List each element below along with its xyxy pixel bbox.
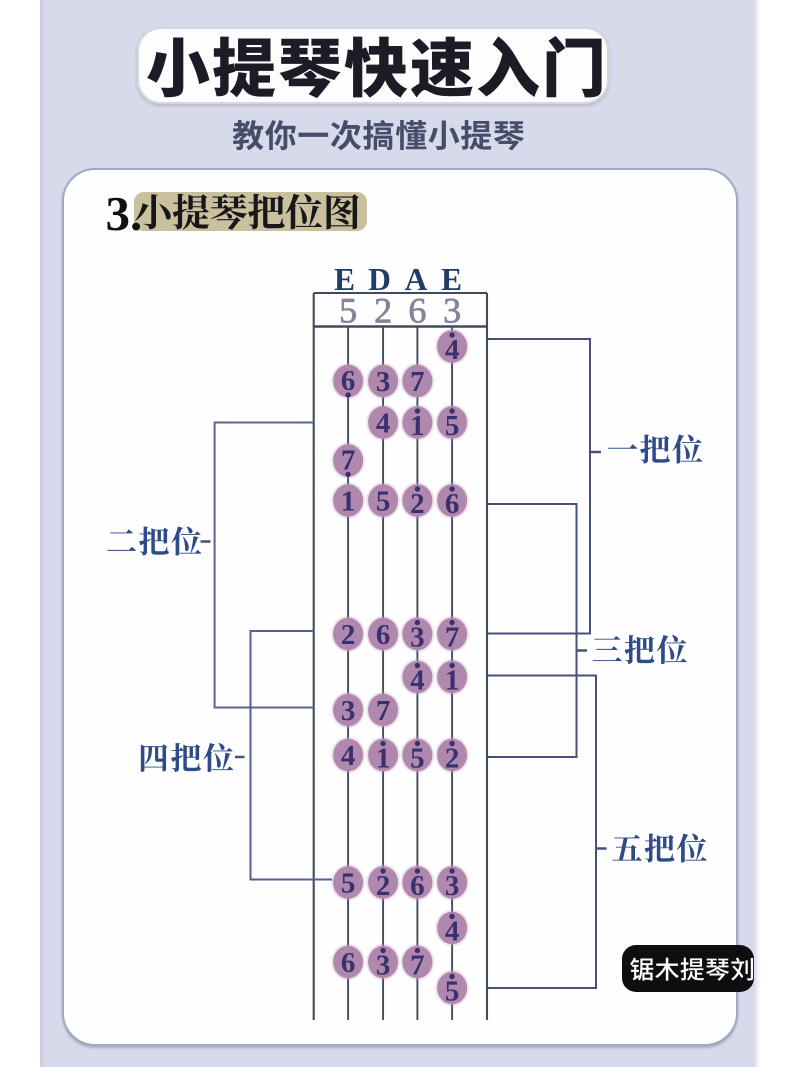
svg-text:1: 1 [445, 665, 460, 697]
svg-text:6: 6 [341, 365, 356, 397]
svg-text:5: 5 [445, 976, 460, 1008]
svg-text:7: 7 [410, 950, 425, 982]
svg-text:4: 4 [445, 334, 460, 366]
svg-text:3: 3 [341, 695, 356, 727]
svg-text:2: 2 [374, 291, 392, 331]
svg-text:2: 2 [376, 870, 391, 902]
svg-text:3: 3 [410, 622, 425, 654]
svg-text:3: 3 [445, 870, 460, 902]
svg-text:D: D [368, 262, 391, 297]
svg-text:5: 5 [341, 868, 356, 900]
svg-text:1: 1 [410, 410, 425, 442]
svg-text:4: 4 [341, 740, 356, 772]
svg-text:2: 2 [445, 743, 460, 775]
svg-text:E: E [334, 262, 355, 297]
svg-text:3: 3 [376, 366, 391, 398]
svg-text:A: A [405, 262, 428, 297]
svg-text:2: 2 [341, 619, 356, 651]
svg-text:4: 4 [376, 408, 391, 440]
svg-text:4: 4 [445, 916, 460, 948]
svg-text:6: 6 [341, 947, 356, 979]
svg-text:6: 6 [445, 488, 460, 520]
svg-text:7: 7 [341, 445, 356, 477]
svg-text:6: 6 [410, 870, 425, 902]
svg-text:3: 3 [376, 950, 391, 982]
svg-text:1: 1 [376, 743, 391, 775]
svg-text:4: 4 [410, 665, 425, 697]
svg-text:3.: 3. [106, 186, 143, 241]
svg-text:5: 5 [410, 743, 425, 775]
svg-text:5: 5 [376, 486, 391, 518]
svg-text:E: E [441, 262, 462, 297]
svg-text:2: 2 [410, 488, 425, 520]
svg-text:6: 6 [408, 291, 426, 331]
svg-text:3: 3 [443, 291, 461, 331]
svg-text:5: 5 [339, 291, 357, 331]
svg-text:7: 7 [410, 366, 425, 398]
svg-text:7: 7 [445, 622, 460, 654]
svg-text:6: 6 [376, 619, 391, 651]
svg-text:1: 1 [341, 486, 356, 518]
svg-text:7: 7 [376, 695, 391, 727]
svg-text:5: 5 [445, 410, 460, 442]
